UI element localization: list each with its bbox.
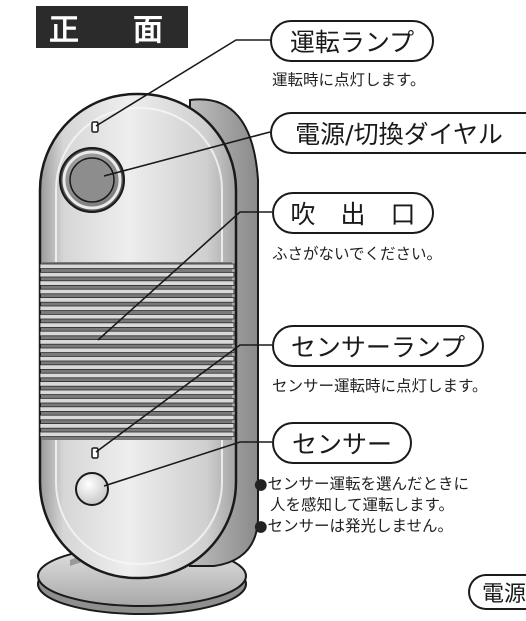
grille-slat [39,339,235,345]
sensor-window [75,472,109,506]
grille-slat [39,322,235,328]
grille-slat [39,347,235,353]
grille-slat [39,297,235,303]
grille-slat [39,389,235,395]
run-lamp-leader [95,39,270,127]
sensor-note-3: ●センサーは発光しません。 [254,517,454,535]
grille-slat [39,423,235,429]
dial-callout: 電源/切換ダイヤル [270,112,526,154]
front-view-title: 正 面 [36,6,188,48]
sensor-lamp-callout: センサーランプ [272,325,484,367]
grille-slat [39,431,235,437]
sensor-notes: ●センサー運転を選んだときに 人を感知して運転します。 ●センサーは発光しません… [254,474,469,537]
air-outlet-grille [39,262,235,440]
grille-slat [39,406,235,412]
run-lamp-indicator [91,121,99,133]
dial-leader [103,131,271,177]
run-lamp-callout: 運転ランプ [270,20,434,62]
power-dial [59,147,125,213]
grille-slat [39,280,235,286]
grille-slat [39,271,235,278]
grille-slat [39,364,235,370]
sensor-note-2: 人を感知して運転します。 [270,496,454,514]
sensor-note-1: ●センサー運転を選んだときに [254,475,470,493]
leader-lines [95,39,272,487]
grille-slat [39,372,235,379]
grille-slat [39,305,235,311]
grille-slat [39,288,235,295]
grille-slat [39,414,235,421]
grille-slat [39,263,235,269]
sensor-lamp-note: センサー運転時に点灯します。 [272,377,488,395]
outlet-leader [97,211,272,341]
sensor-leader [103,441,272,487]
sensor-lamp-leader [95,344,272,453]
outlet-note: ふさがないでください。 [272,245,443,263]
grille-slat [39,330,235,337]
partial-callout: 電源 [468,574,526,610]
grille-slat [39,381,235,387]
sensor-lamp-indicator [91,447,99,459]
grille-slat [39,313,235,320]
grille-slat [39,355,235,362]
outlet-callout: 吹 出 口 [272,192,434,234]
sensor-callout: センサー [272,422,412,464]
run-lamp-note: 運転時に点灯します。 [272,71,426,89]
grille-slat [39,397,235,404]
